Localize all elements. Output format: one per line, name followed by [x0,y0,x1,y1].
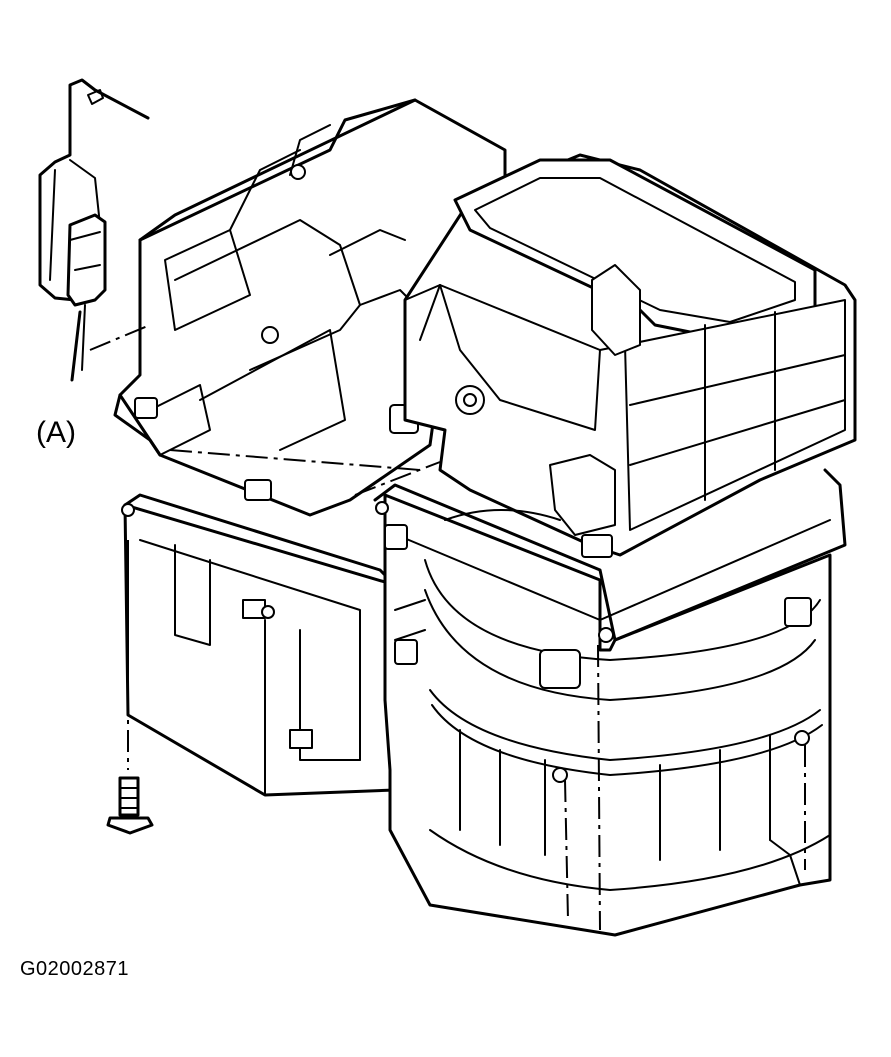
figure-id: G02002871 [20,958,130,980]
lower-housing-left [123,493,397,797]
alignment-lines [89,324,806,931]
sensor-harness [38,78,150,371]
callout-leader-line [70,310,82,382]
blower-intake [403,153,857,558]
callout-label-a: (A) [36,416,76,449]
blower-case [121,468,847,937]
screw-icon [106,776,154,835]
